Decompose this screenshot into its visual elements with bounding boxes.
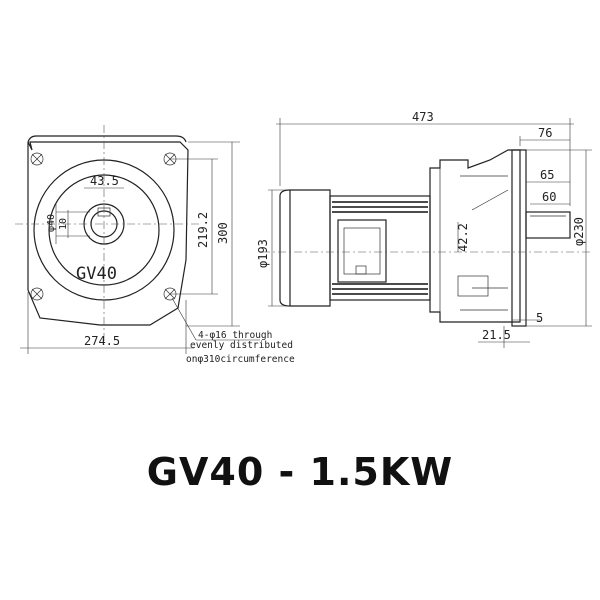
dim-flange-thk: 5 (536, 311, 543, 325)
dim-center-height: 42.2 (456, 223, 470, 252)
motor-fins (332, 201, 428, 295)
dim-shaft-dia: φ40 (46, 214, 57, 232)
dim-pilot-dia: φ230 (572, 217, 586, 246)
dim-height: 300 (216, 222, 230, 244)
motor-end-cap (279, 189, 331, 307)
dim-flange-to-end: 76 (538, 126, 552, 140)
dim-bolt-spacing: 219.2 (196, 212, 210, 248)
terminal-box (337, 219, 387, 283)
front-view: GV40 43.5 φ40 10 219.2 300 274.5 4-φ16 t… (15, 125, 295, 365)
note-line-1: 4-φ16 through (198, 330, 272, 341)
dim-overall-length: 473 (412, 110, 434, 124)
output-flange (511, 149, 527, 327)
dim-motor-dia: φ193 (256, 239, 270, 268)
side-view: 473 76 65 60 φ230 φ193 42.2 5 21.5 (256, 110, 592, 348)
product-title: GV40 - 1.5KW (146, 450, 454, 494)
model-label: GV40 (76, 264, 117, 284)
dim-shaft-60: 60 (542, 190, 556, 204)
dim-keyway: 10 (58, 218, 69, 230)
dim-pilot-depth: 21.5 (482, 328, 511, 342)
note-line-3: onφ310circumference (186, 354, 295, 365)
output-shaft (525, 211, 571, 239)
note-line-2: evenly distributed (190, 340, 293, 351)
dim-shaft-65: 65 (540, 168, 554, 182)
technical-drawing: GV40 43.5 φ40 10 219.2 300 274.5 4-φ16 t… (15, 110, 592, 365)
dim-shaft-offset: 43.5 (90, 174, 119, 188)
dim-width: 274.5 (84, 334, 120, 348)
front-flange-outline (27, 141, 189, 326)
